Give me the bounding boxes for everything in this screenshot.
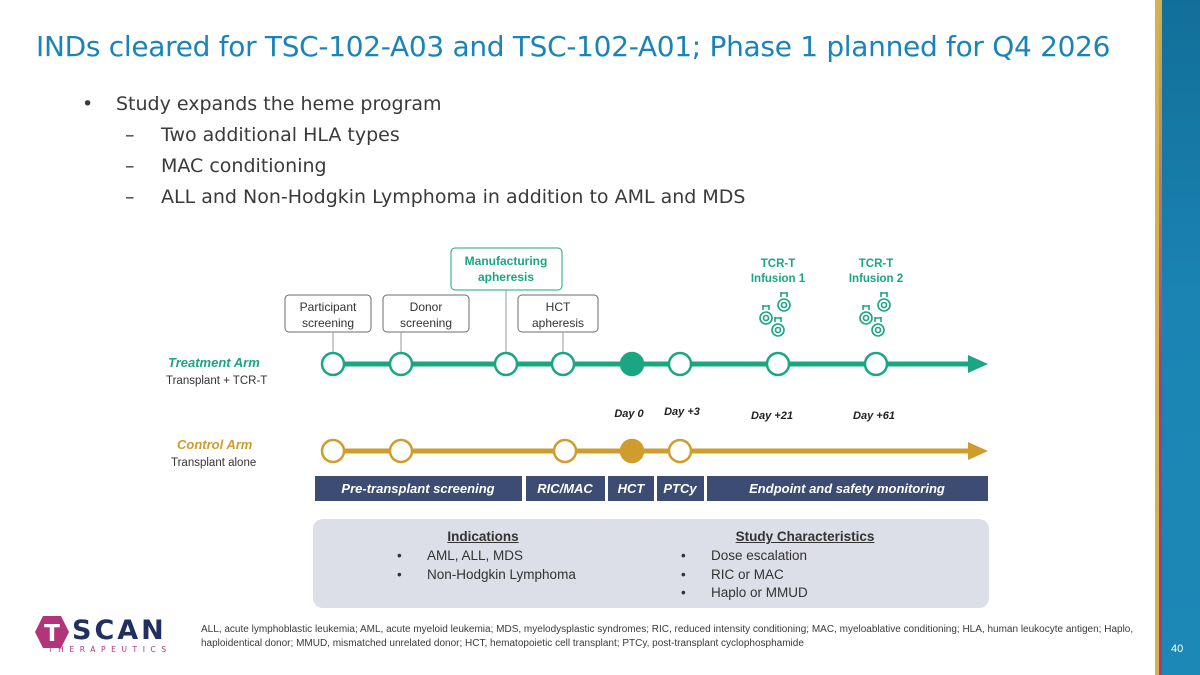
side-bar-gold-stripe xyxy=(1155,0,1159,675)
participant-screening-box: Participant screening xyxy=(284,294,372,352)
day-21-label: Day +21 xyxy=(751,410,793,422)
participant-label-2: screening xyxy=(302,316,354,330)
study-characteristics-heading: Study Characteristics xyxy=(735,529,875,544)
bullet-sub-1: Two additional HLA types xyxy=(82,124,745,155)
side-bar-pink-stripe xyxy=(1159,0,1162,675)
control-arm-timeline xyxy=(320,438,988,464)
manufacturing-apheresis-box: Manufacturing apheresis xyxy=(450,247,563,352)
hct-apheresis-label-1: HCT xyxy=(546,300,571,314)
bullet-main: Study expands the heme program xyxy=(82,93,745,124)
bullet-sub-3: ALL and Non-Hodgkin Lymphoma in addition… xyxy=(82,186,745,217)
phase-monitoring-label: Endpoint and safety monitoring xyxy=(749,481,945,496)
logo-wordmark: SCAN xyxy=(72,615,167,646)
phase-bar-ptcy: PTCy xyxy=(657,476,704,501)
phase-bar-conditioning: RIC/MAC xyxy=(526,476,605,501)
indication-item: Non-Hodgkin Lymphoma xyxy=(393,567,613,586)
phase-bar-hct: HCT xyxy=(608,476,654,501)
day-0-label: Day 0 xyxy=(614,408,644,420)
decorative-side-bar xyxy=(1155,0,1200,675)
phase-hct-label: HCT xyxy=(618,481,646,496)
tscan-hexagon-icon: T xyxy=(35,616,69,648)
donor-label-1: Donor xyxy=(410,300,443,314)
study-characteristic-item: Dose escalation xyxy=(677,548,927,567)
infusion-1-label-2: Infusion 1 xyxy=(751,273,806,285)
logo-mark-letter: T xyxy=(44,621,60,647)
hct-apheresis-box: HCT apheresis xyxy=(517,294,599,352)
study-characteristic-item: RIC or MAC xyxy=(677,567,927,586)
day-3-label: Day +3 xyxy=(664,406,700,418)
study-design-diagram: Participant screening Donor screening Ma… xyxy=(166,247,988,501)
indication-item: AML, ALL, MDS xyxy=(393,548,613,567)
treatment-arm-subtitle: Transplant + TCR-T xyxy=(166,375,267,387)
tcr-t-cells-icon xyxy=(759,292,791,337)
phase-bar-monitoring: Endpoint and safety monitoring xyxy=(707,476,988,501)
infusion-2-label-2: Infusion 2 xyxy=(849,273,903,285)
control-arm-title: Control Arm xyxy=(177,437,253,452)
donor-screening-box: Donor screening xyxy=(382,294,470,352)
infusion-2-label-1: TCR-T xyxy=(859,258,894,270)
treatment-arm-title: Treatment Arm xyxy=(168,355,260,370)
participant-label-1: Participant xyxy=(300,300,357,314)
hct-apheresis-label-2: apheresis xyxy=(532,316,584,330)
study-characteristic-item: Haplo or MMUD xyxy=(677,585,927,604)
phase-bar-pre-transplant: Pre-transplant screening xyxy=(315,476,522,501)
study-info-panel: Indications AML, ALL, MDS Non-Hodgkin Ly… xyxy=(313,519,989,608)
bullet-sub-2: MAC conditioning xyxy=(82,155,745,186)
indications-column: Indications AML, ALL, MDS Non-Hodgkin Ly… xyxy=(393,529,613,585)
phase-conditioning-label: RIC/MAC xyxy=(537,481,593,496)
day-61-label: Day +61 xyxy=(853,410,895,422)
infusion-1-label-1: TCR-T xyxy=(761,258,796,270)
study-characteristics-column: Study Characteristics Dose escalation RI… xyxy=(677,529,927,604)
treatment-arm-timeline xyxy=(320,351,988,377)
manufacturing-label-2: apheresis xyxy=(478,270,534,284)
bullet-list: Study expands the heme program Two addit… xyxy=(82,93,745,217)
page-number: 40 xyxy=(1171,643,1184,655)
phase-ptcy-label: PTCy xyxy=(663,481,697,496)
donor-label-2: screening xyxy=(400,316,452,330)
manufacturing-label-1: Manufacturing xyxy=(465,254,548,268)
footnote: ALL, acute lymphoblastic leukemia; AML, … xyxy=(201,624,1134,649)
phase-pre-transplant-label: Pre-transplant screening xyxy=(341,481,494,496)
control-arm-subtitle: Transplant alone xyxy=(171,457,256,469)
indications-heading: Indications xyxy=(447,529,519,544)
tscan-logo: T SCAN THERAPEUTICS xyxy=(34,614,169,656)
tcr-t-cells-icon-2 xyxy=(859,292,891,337)
slide-title: INDs cleared for TSC-102-A03 and TSC-102… xyxy=(36,30,1111,63)
logo-tagline: THERAPEUTICS xyxy=(48,645,172,654)
